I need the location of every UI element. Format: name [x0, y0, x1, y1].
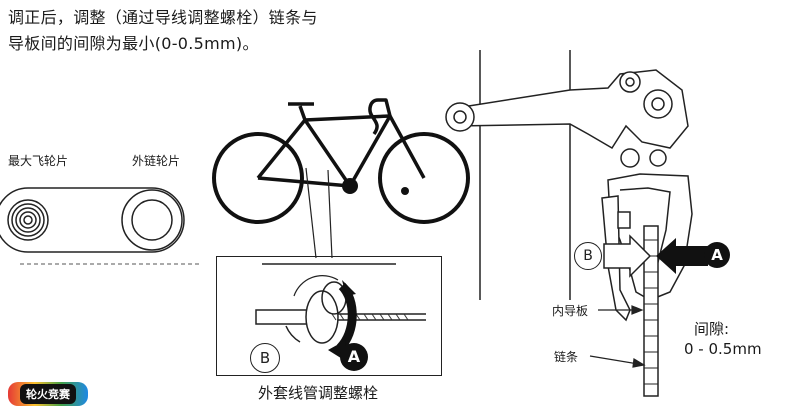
largest-sprocket-label: 最大飞轮片: [8, 154, 69, 168]
adjuster-detail-box: [216, 256, 442, 376]
instruction-line-1: 调正后，调整（通过导线调整螺栓）链条与: [8, 8, 318, 27]
clearance-label: 间隙:: [694, 320, 730, 338]
inner-guide-label: 内导板: [552, 304, 589, 318]
adjuster-illustration: [255, 263, 426, 360]
bicycle-icon: [212, 98, 470, 259]
site-logo-text: 轮火竞赛: [20, 384, 76, 404]
front-wheel: [378, 132, 470, 224]
chain-loop: [0, 187, 185, 253]
site-logo: 轮火竞赛: [8, 382, 88, 406]
adjuster-marker-b: B: [250, 343, 280, 373]
instruction-line-2: 导板间的间隙为最小(0-0.5mm)。: [8, 34, 259, 53]
outer-chainring-label: 外链轮片: [132, 154, 181, 168]
derailleur-marker-a: A: [704, 242, 730, 268]
derailleur-marker-b: B: [574, 242, 602, 270]
chain-label: 链条: [554, 350, 579, 364]
rear-wheel: [212, 132, 304, 224]
adjuster-marker-a: A: [340, 343, 368, 371]
chainring-diagram: [0, 187, 200, 265]
adjuster-caption: 外套线管调整螺栓: [258, 384, 379, 402]
clearance-value: 0 - 0.5mm: [684, 340, 762, 358]
front-derailleur-illustration: [445, 50, 708, 397]
